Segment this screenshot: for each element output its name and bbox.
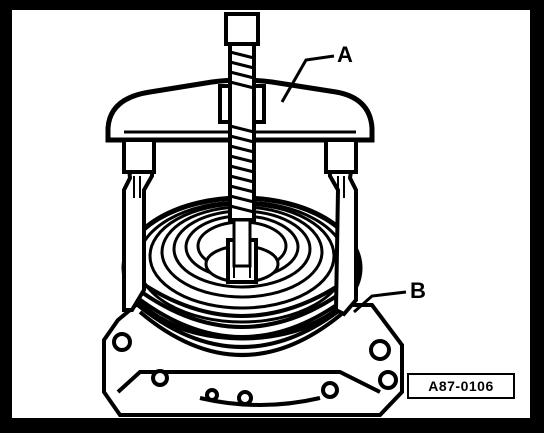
callout-label-a: A <box>337 42 353 67</box>
leader-lines <box>280 54 407 314</box>
leader-line-b <box>353 290 407 314</box>
leader-line-a <box>280 54 335 103</box>
puller <box>105 12 375 317</box>
callout-label-b: B <box>410 278 426 303</box>
figure-reference-code: A87-0106 <box>407 373 515 399</box>
